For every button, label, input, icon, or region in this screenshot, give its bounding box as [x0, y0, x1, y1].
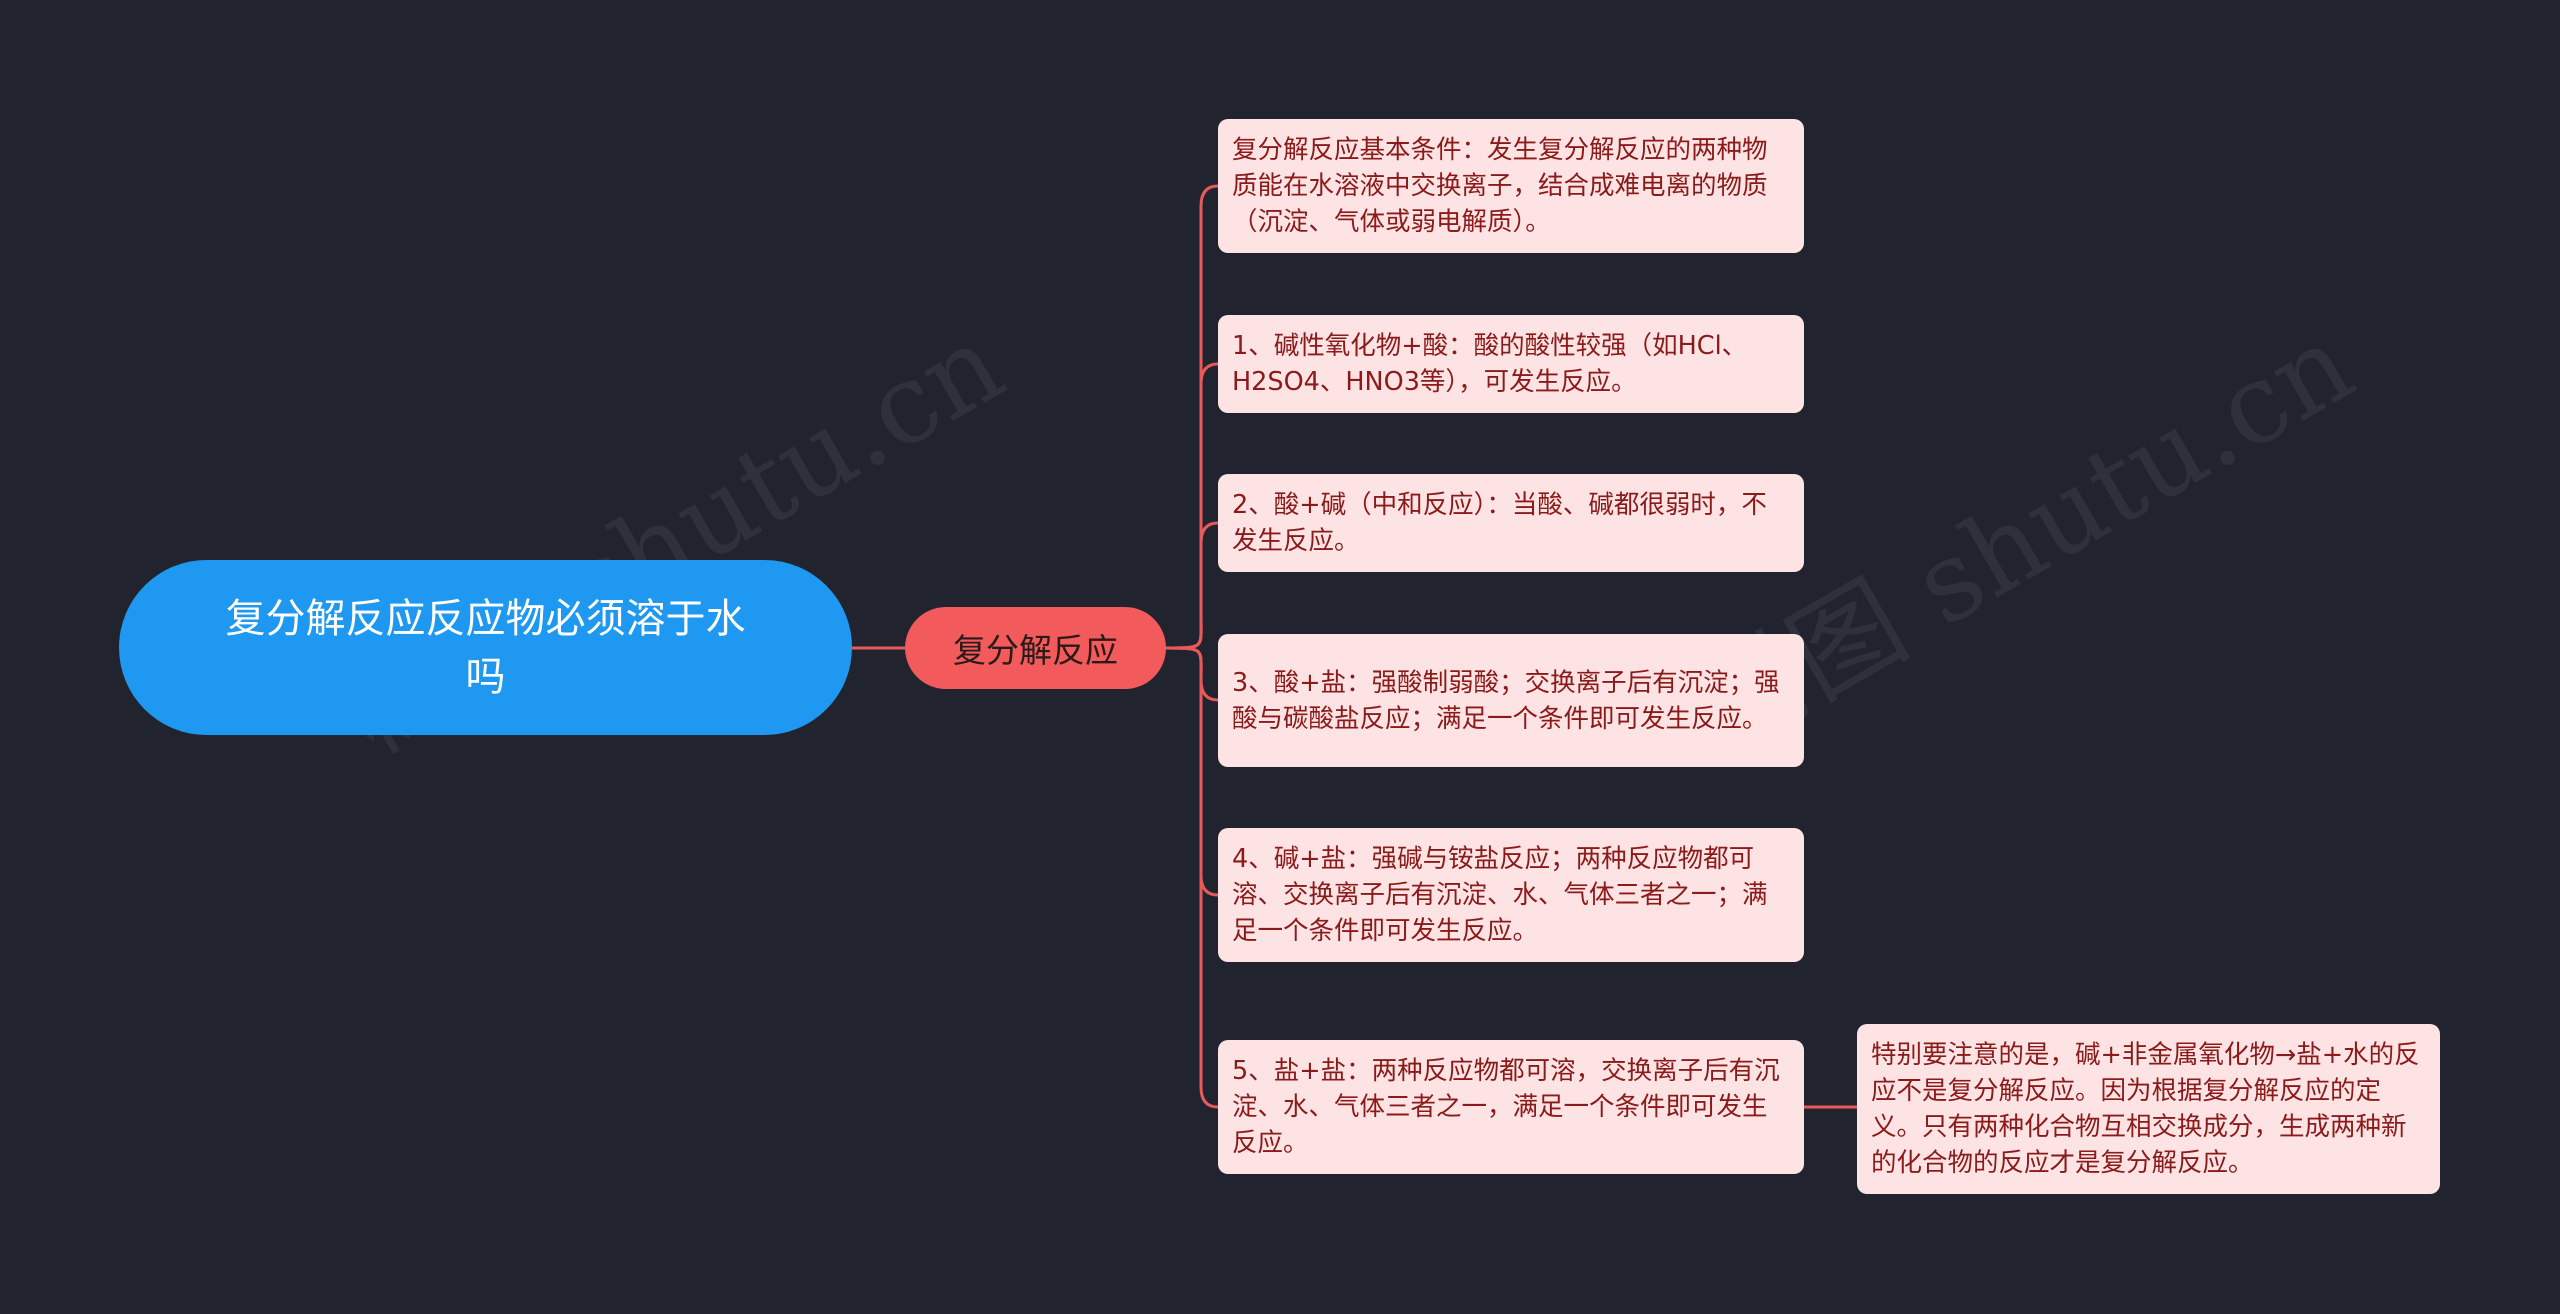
link-center-leaf-5: [1165, 646, 1219, 1109]
center-label: 复分解反应: [953, 631, 1118, 670]
leaf-text: 复分解反应基本条件：发生复分解反应的两种物质能在水溶液中交换离子，结合成难电离的…: [1232, 135, 1768, 237]
leaf-text: 2、酸+碱（中和反应）：当酸、碱都很弱时，不发生反应。: [1232, 490, 1767, 556]
center-node[interactable]: 复分解反应: [905, 607, 1166, 689]
leaf-node-5[interactable]: 5、盐+盐：两种反应物都可溶，交换离子后有沉淀、水、气体三者之一，满足一个条件即…: [1218, 1040, 1804, 1174]
leaf-text: 5、盐+盐：两种反应物都可溶，交换离子后有沉淀、水、气体三者之一，满足一个条件即…: [1232, 1056, 1780, 1158]
leaf-node-condition[interactable]: 复分解反应基本条件：发生复分解反应的两种物质能在水溶液中交换离子，结合成难电离的…: [1218, 119, 1804, 253]
leaf-node-3[interactable]: 3、酸+盐：强酸制弱酸；交换离子后有沉淀；强酸与碳酸盐反应；满足一个条件即可发生…: [1218, 634, 1804, 767]
leaf-node-4[interactable]: 4、碱+盐：强碱与铵盐反应；两种反应物都可溶、交换离子后有沉淀、水、气体三者之一…: [1218, 828, 1804, 962]
leaf-text: 1、碱性氧化物+酸：酸的酸性较强（如HCl、H2SO4、HNO3等），可发生反应…: [1232, 331, 1748, 397]
link-center-leaf-0: [1165, 184, 1219, 650]
link-center-leaf-1: [1165, 362, 1219, 650]
link-center-leaf-3: [1165, 646, 1219, 702]
leaf-text: 4、碱+盐：强碱与铵盐反应；两种反应物都可溶、交换离子后有沉淀、水、气体三者之一…: [1232, 844, 1768, 946]
leaf-node-1[interactable]: 1、碱性氧化物+酸：酸的酸性较强（如HCl、H2SO4、HNO3等），可发生反应…: [1218, 315, 1804, 413]
leaf-text: 3、酸+盐：强酸制弱酸；交换离子后有沉淀；强酸与碳酸盐反应；满足一个条件即可发生…: [1232, 667, 1780, 734]
link-center-leaf-4: [1165, 646, 1219, 897]
note-text: 特别要注意的是，碱+非金属氧化物→盐+水的反应不是复分解反应。因为根据复分解反应…: [1871, 1040, 2420, 1178]
note-node[interactable]: 特别要注意的是，碱+非金属氧化物→盐+水的反应不是复分解反应。因为根据复分解反应…: [1857, 1024, 2440, 1194]
link-center-leaf-2: [1165, 521, 1219, 650]
leaf-node-2[interactable]: 2、酸+碱（中和反应）：当酸、碱都很弱时，不发生反应。: [1218, 474, 1804, 572]
root-label: 复分解反应反应物必须溶于水吗: [225, 595, 746, 700]
root-node[interactable]: 复分解反应反应物必须溶于水吗: [119, 560, 852, 735]
